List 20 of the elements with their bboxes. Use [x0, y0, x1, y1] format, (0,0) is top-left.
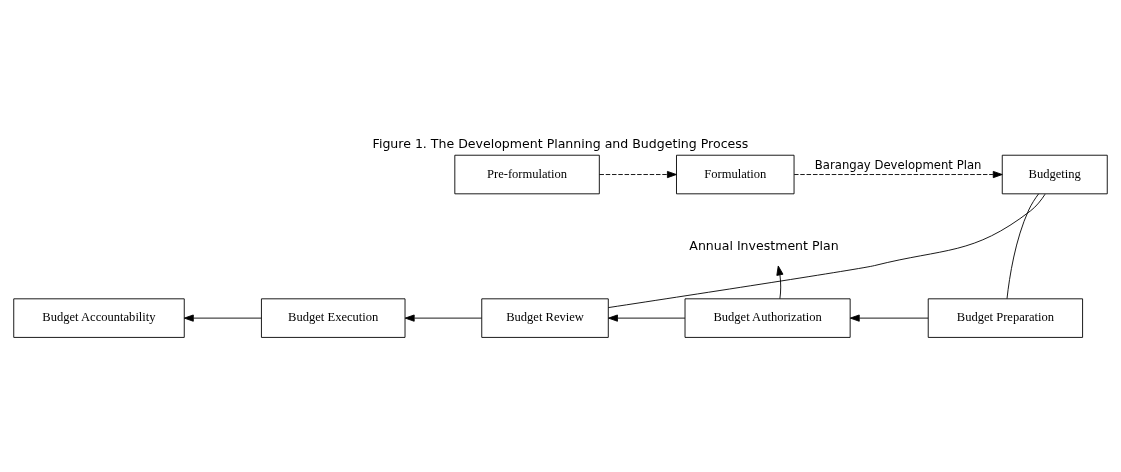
node-box: Budget Review — [481, 298, 609, 338]
arrow — [183, 314, 262, 322]
diagram-title: Figure 1. The Development Planning and Budgeting Process — [372, 136, 749, 152]
node-box: Pre-formulation — [454, 154, 600, 195]
arrow — [599, 170, 677, 179]
node-box: Formulation — [676, 154, 795, 195]
node-box: Budget Authorization — [684, 298, 851, 338]
arrow — [404, 314, 483, 322]
node-text: Annual Investment Plan — [689, 237, 839, 253]
node-box: Budgeting — [1001, 154, 1108, 195]
arrow — [793, 170, 1003, 179]
arrow — [608, 314, 686, 322]
arrow — [849, 314, 929, 322]
edge-label: Barangay Development Plan — [814, 157, 982, 172]
node-box: Budget Execution — [261, 298, 406, 338]
node-box: Budget Preparation — [927, 298, 1084, 338]
node-box: Budget Accountability — [13, 298, 185, 338]
connector — [1006, 193, 1040, 300]
connector — [608, 193, 1046, 309]
arrow — [776, 265, 784, 300]
